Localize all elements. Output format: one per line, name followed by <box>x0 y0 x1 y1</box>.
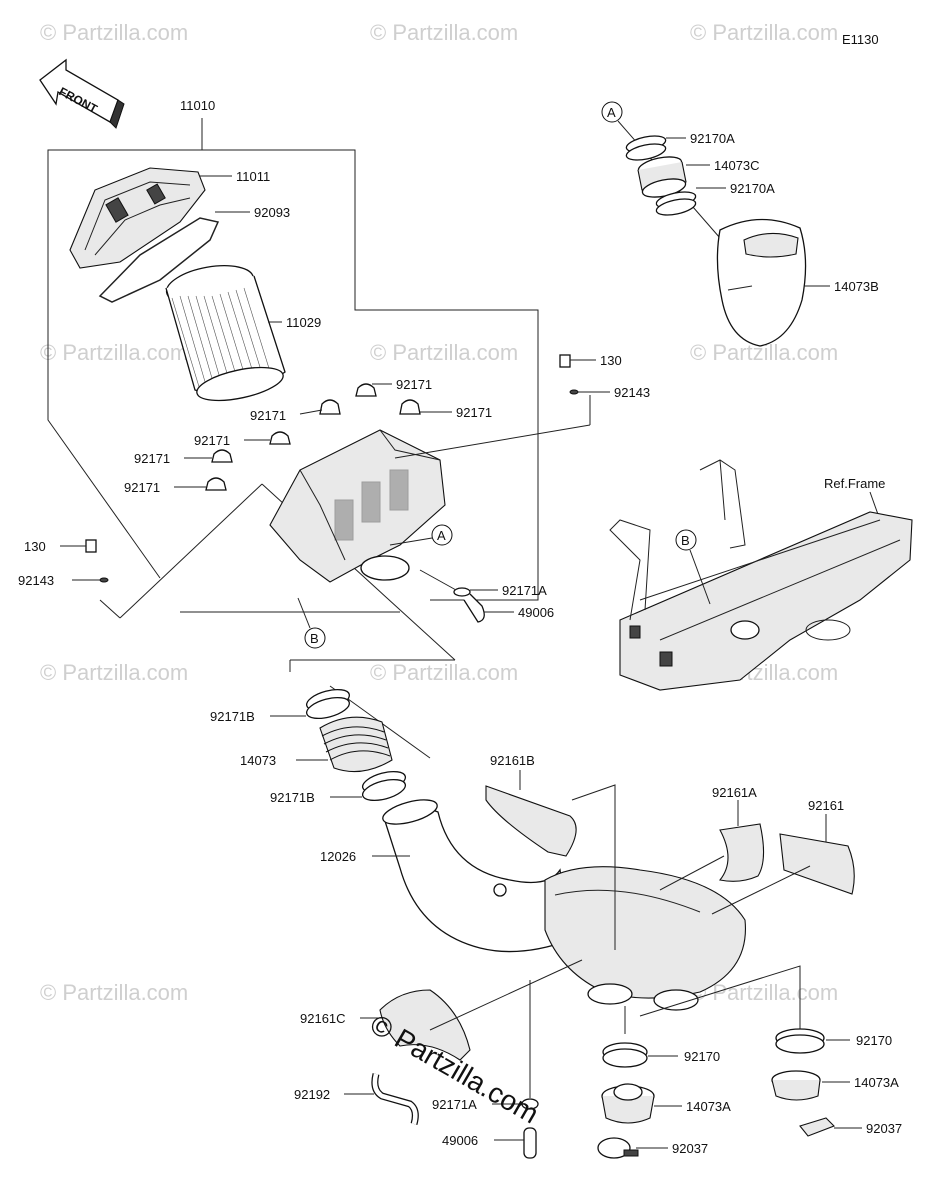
part-number-11011: 11011 <box>236 169 270 184</box>
part-number-92171-c: 92171 <box>456 405 492 420</box>
part-number-130-left: 130 <box>24 539 46 554</box>
part-number-49006-top: 49006 <box>518 605 554 620</box>
part-number-92171-b: 92171 <box>250 408 286 423</box>
marker-a-top: A <box>607 105 616 120</box>
frame-illustration <box>609 459 913 691</box>
part-number-92171A-bottom: 92171A <box>432 1097 477 1112</box>
air-box-cover-11011 <box>69 167 206 269</box>
pad-92161C <box>379 989 471 1061</box>
duct-14073C <box>637 156 687 198</box>
part-number-92161: 92161 <box>808 798 844 813</box>
watermark: © Partzilla.com <box>370 340 518 365</box>
marker-b-frame: B <box>681 533 690 548</box>
hose-92192 <box>371 1073 419 1125</box>
duct-14073A-left <box>601 1083 655 1124</box>
duct-boot-14073 <box>319 716 393 773</box>
air-box-case <box>269 429 446 583</box>
part-number-130-right: 130 <box>600 353 622 368</box>
ref-frame-label: Ref.Frame <box>824 476 885 491</box>
marker-a-top-box: A <box>601 101 623 123</box>
part-number-92192: 92192 <box>294 1087 330 1102</box>
clamp-92171-group <box>205 383 421 491</box>
part-number-92037-left: 92037 <box>672 1141 708 1156</box>
gasket-92093 <box>98 217 220 303</box>
part-number-92170A-2: 92170A <box>730 181 775 196</box>
watermark: © Partzilla.com <box>40 980 188 1005</box>
part-number-14073A-left: 14073A <box>686 1099 731 1114</box>
duct-14073B <box>716 218 807 347</box>
part-number-12026: 12026 <box>320 849 356 864</box>
duct-14073A-right <box>771 1070 821 1101</box>
marker-a: A <box>437 528 446 543</box>
part-number-92171-f: 92171 <box>124 480 160 495</box>
part-number-49006-bottom: 49006 <box>442 1133 478 1148</box>
part-number-11010: 11010 <box>180 98 215 113</box>
watermark: © Partzilla.com <box>370 20 518 45</box>
watermark: © Partzilla.com <box>40 660 188 685</box>
part-number-14073A-right: 14073A <box>854 1075 899 1090</box>
air-filter-element-11029 <box>165 265 286 402</box>
part-number-92171A-top: 92171A <box>502 583 547 598</box>
part-number-14073B: 14073B <box>834 279 879 294</box>
part-number-11029: 11029 <box>286 315 321 330</box>
marker-a-box: A <box>431 524 453 546</box>
part-number-92161C: 92161C <box>300 1011 346 1026</box>
part-number-92171-d: 92171 <box>194 433 230 448</box>
pad-92161B <box>485 785 577 857</box>
marker-b-frame-box: B <box>675 529 697 551</box>
clamp-92037-left <box>597 1137 639 1159</box>
pad-92161 <box>779 833 855 895</box>
watermark: © Partzilla.com <box>370 660 518 685</box>
clamp-92171B-bottom <box>361 770 407 802</box>
clamp-92170A-top <box>625 135 667 161</box>
marker-b: B <box>310 631 319 646</box>
part-number-92161B: 92161B <box>490 753 535 768</box>
part-number-92170-left: 92170 <box>684 1049 720 1064</box>
part-number-14073C: 14073C <box>714 158 760 173</box>
watermark: © Partzilla.com <box>40 340 188 365</box>
pad-92161A <box>719 823 765 882</box>
intake-duct-12026 <box>382 799 746 1011</box>
part-number-92093: 92093 <box>254 205 290 220</box>
part-number-92161A: 92161A <box>712 785 757 800</box>
front-arrow-icon: FRONT <box>39 58 125 129</box>
part-number-92170-right: 92170 <box>856 1033 892 1048</box>
clamp-92170-left <box>602 1042 648 1068</box>
part-number-92171B-2: 92171B <box>270 790 315 805</box>
part-number-92171B-1: 92171B <box>210 709 255 724</box>
clamp-92170-right <box>775 1028 825 1054</box>
part-number-92171-a: 92171 <box>396 377 432 392</box>
part-number-92171-e: 92171 <box>134 451 170 466</box>
watermark: © Partzilla.com <box>40 20 188 45</box>
watermark: © Partzilla.com <box>690 20 838 45</box>
part-number-92143-left: 92143 <box>18 573 54 588</box>
part-number-92037-right: 92037 <box>866 1121 902 1136</box>
marker-b-box: B <box>304 627 326 649</box>
diagram-code: E1130 <box>842 32 879 47</box>
clamp-92170A-bottom <box>655 191 697 216</box>
part-number-92170A-1: 92170A <box>690 131 735 146</box>
clamp-92037-right <box>799 1117 835 1137</box>
clamp-92171B-top <box>305 688 351 720</box>
part-number-14073: 14073 <box>240 753 276 768</box>
part-number-92143-right: 92143 <box>614 385 650 400</box>
